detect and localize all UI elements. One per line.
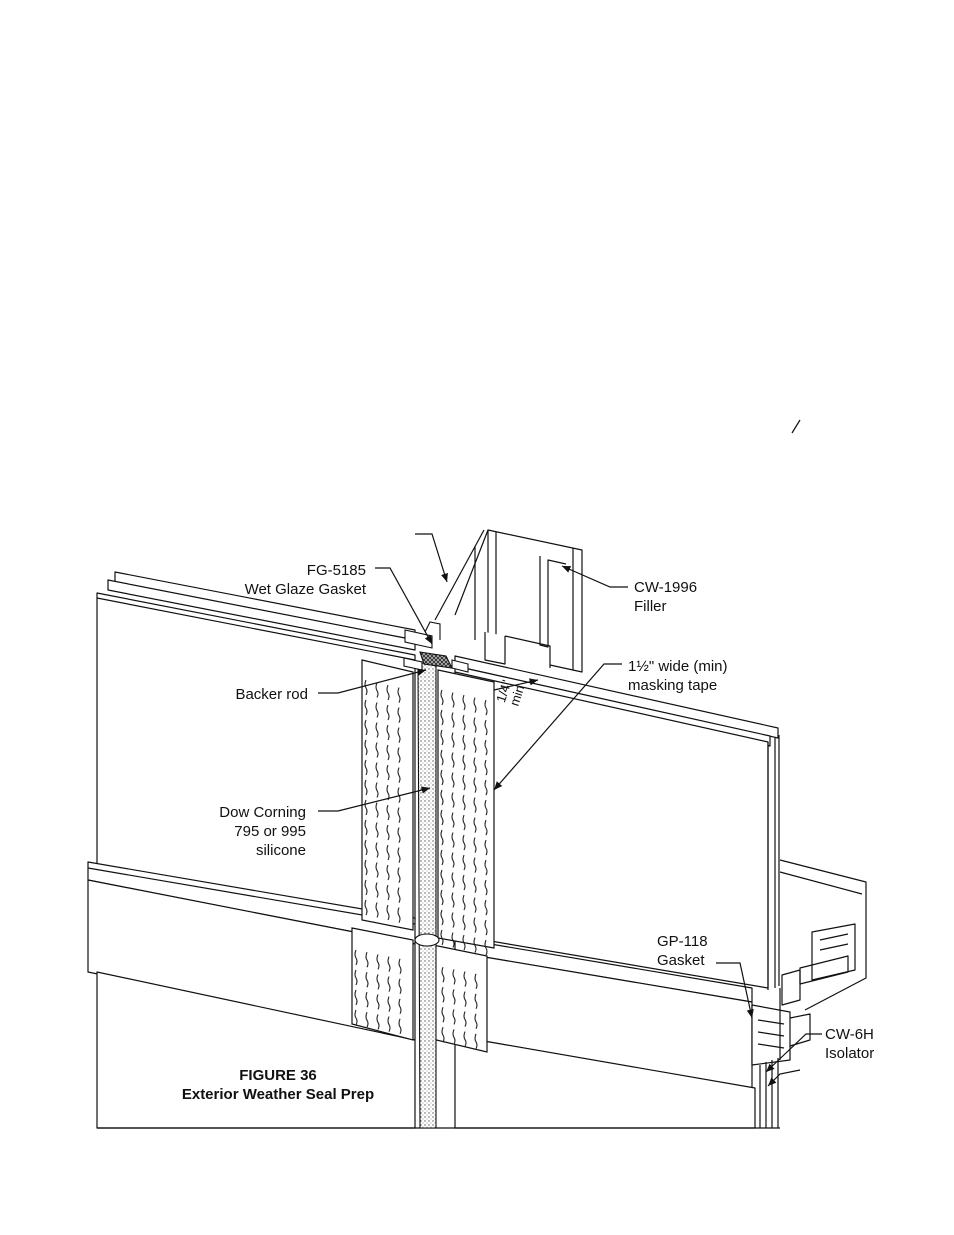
figure-caption: FIGURE 36 Exterior Weather Seal Prep [160, 1066, 396, 1104]
cw1996-desc: Filler [634, 597, 697, 616]
tape-label: 1½" wide (min) masking tape [628, 657, 728, 695]
figure-title: Exterior Weather Seal Prep [160, 1085, 396, 1104]
figure-number: FIGURE 36 [160, 1066, 396, 1085]
cw6h-leader-2 [768, 1070, 800, 1086]
cw1996-label: CW-1996 Filler [634, 578, 697, 616]
fg5185-label: FG-5185 Wet Glaze Gasket [220, 561, 366, 599]
top-mullion-leader [415, 534, 447, 582]
mullion-box [435, 530, 582, 672]
stray-mark [792, 420, 800, 433]
cw1996-part: CW-1996 [634, 578, 697, 597]
gp118-part: GP-118 [657, 932, 708, 951]
silicone-grade: 795 or 995 [180, 822, 306, 841]
right-lower-tape [428, 944, 487, 1052]
left-lower-tape [352, 928, 413, 1040]
silicone-label: Dow Corning 795 or 995 silicone [180, 803, 306, 860]
gp118-desc: Gasket [657, 951, 708, 970]
silicone-joint [415, 662, 439, 1128]
backer-rod-text: Backer rod [200, 685, 308, 704]
tape-width: 1½" wide (min) [628, 657, 728, 676]
silicone-brand: Dow Corning [180, 803, 306, 822]
gp118-label: GP-118 Gasket [657, 932, 708, 970]
cw6h-label: CW-6H Isolator [825, 1025, 874, 1063]
backer-rod-label: Backer rod [200, 685, 308, 704]
fg5185-desc: Wet Glaze Gasket [220, 580, 366, 599]
cw6h-part: CW-6H [825, 1025, 874, 1044]
silicone-type: silicone [180, 841, 306, 860]
tape-desc: masking tape [628, 676, 728, 695]
horizontal-mullion-section [752, 860, 866, 1128]
fg5185-part: FG-5185 [220, 561, 366, 580]
cw6h-desc: Isolator [825, 1044, 874, 1063]
